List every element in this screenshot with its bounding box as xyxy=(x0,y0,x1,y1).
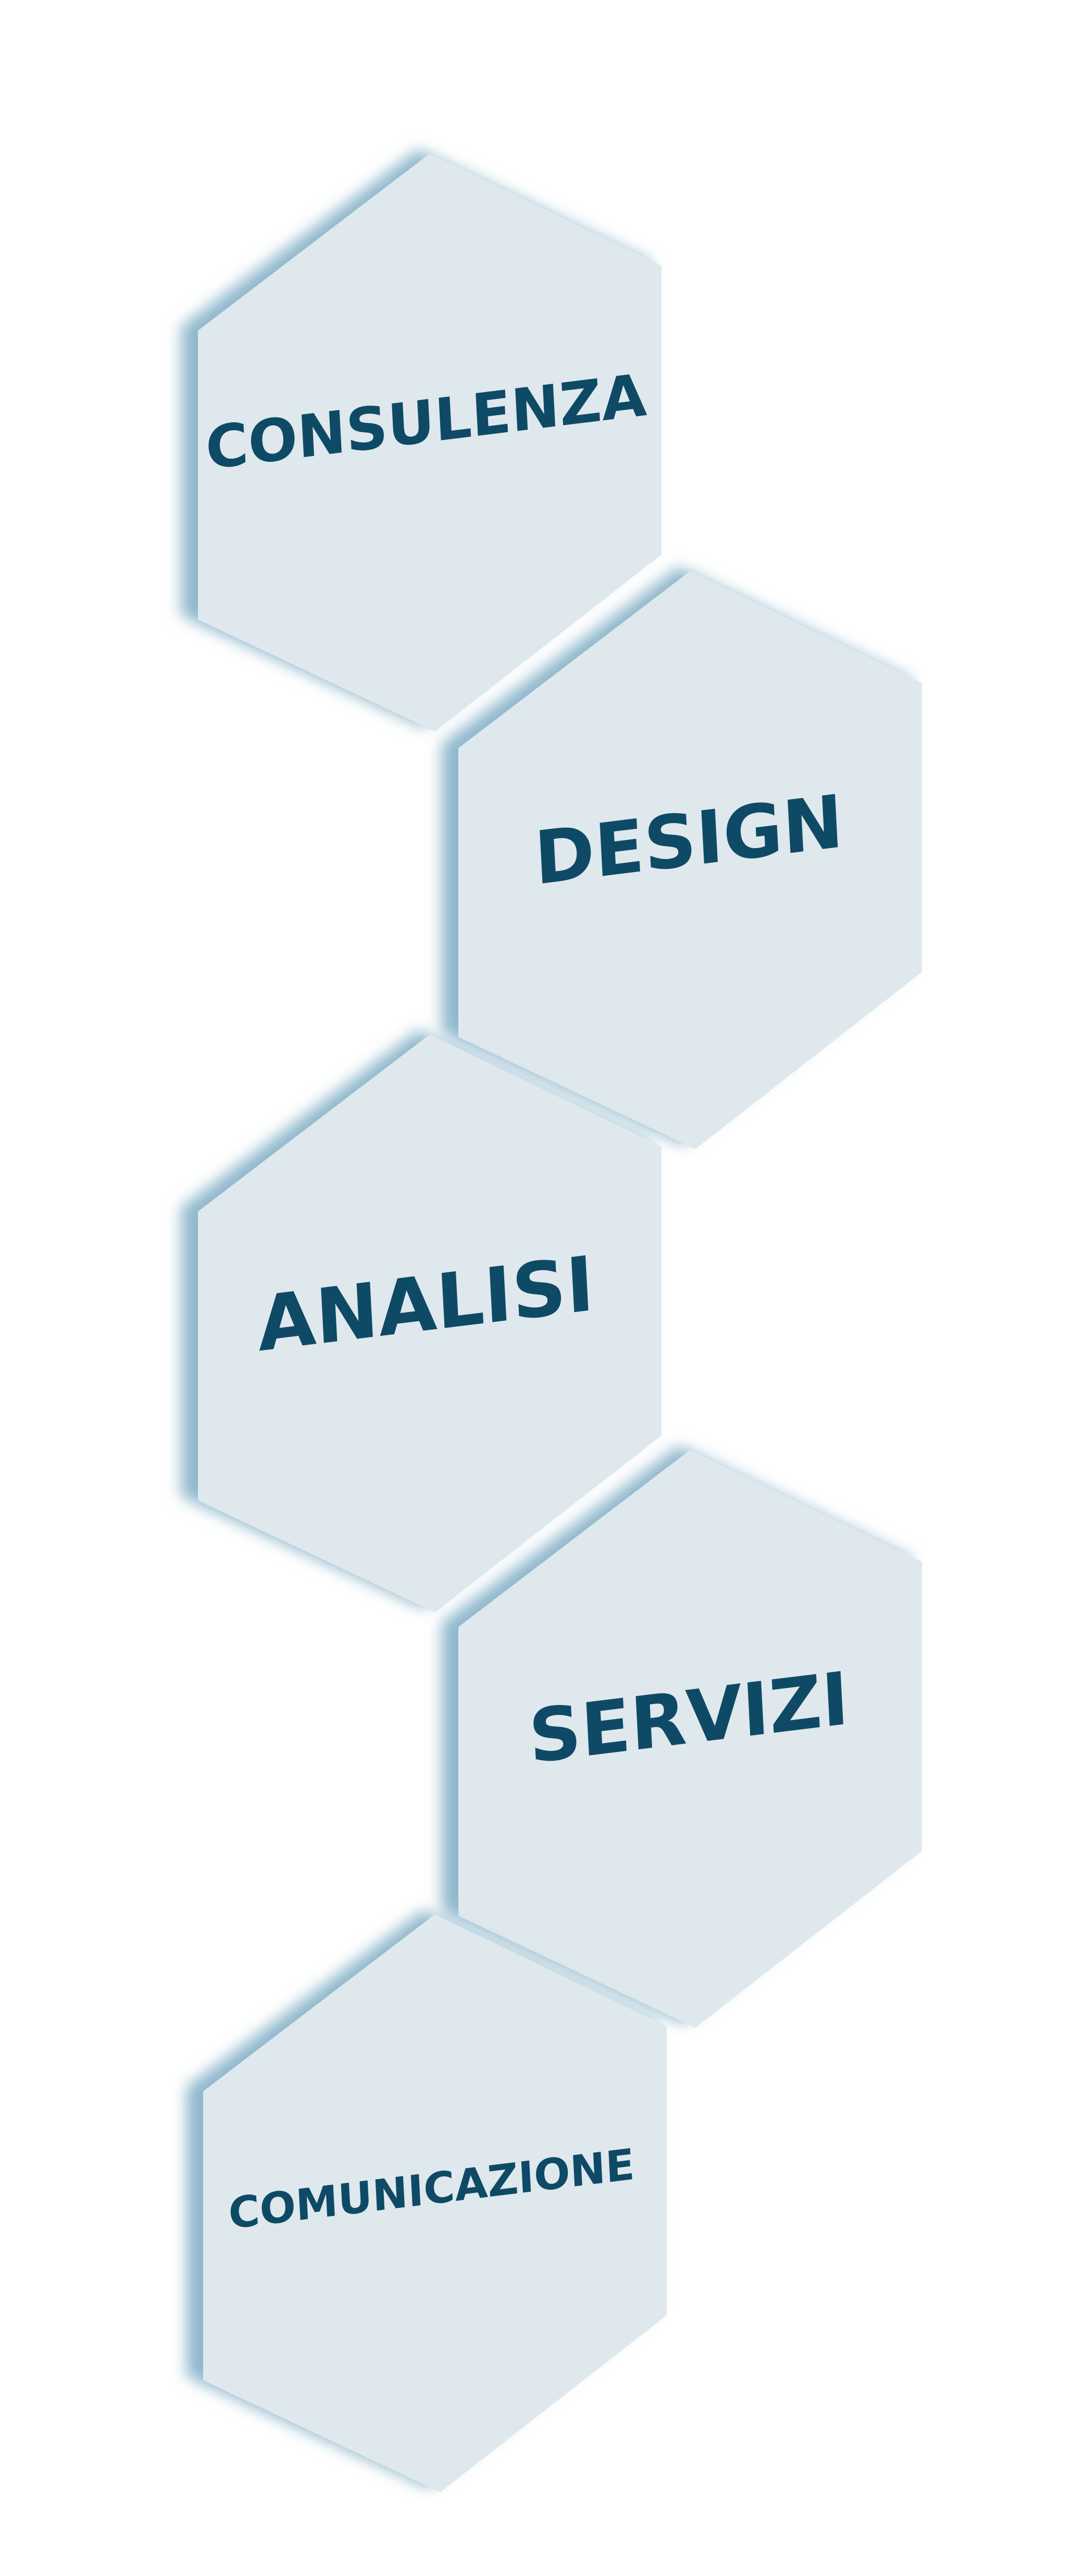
hexagon-shape xyxy=(198,1034,661,1612)
hexagon-comunicazione: COMUNICAZIONE xyxy=(186,1910,667,2492)
hexagon-shape xyxy=(458,1450,922,2028)
hexagon-servizi: SERVIZI xyxy=(442,1446,922,2028)
hexagon-consulenza: CONSULENZA xyxy=(181,149,661,731)
hexagon-shape xyxy=(198,154,661,731)
hexagon-shape xyxy=(203,1914,667,2492)
hexagon-shape xyxy=(458,571,922,1149)
hexagon-design: DESIGN xyxy=(442,567,922,1149)
hexagon-analisi: ANALISI xyxy=(181,1030,661,1612)
